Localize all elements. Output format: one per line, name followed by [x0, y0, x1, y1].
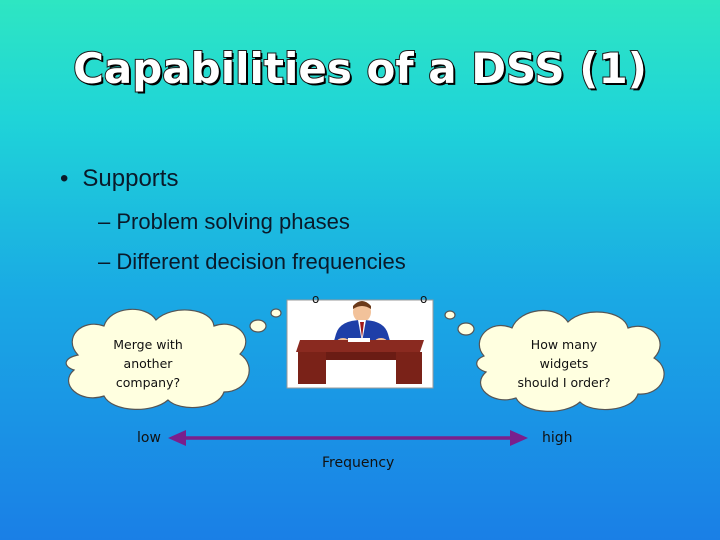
right-cloud-line-1: How many [530, 337, 598, 352]
thought-mark-left: o [312, 292, 320, 306]
axis-low-label: low [137, 430, 161, 446]
thought-mark-right: o [420, 292, 428, 306]
businessman-at-desk-icon [286, 299, 434, 389]
axis-title: Frequency [322, 455, 395, 471]
right-cloud-text: How many widgets should I order? [504, 335, 624, 392]
left-cloud-text: Merge with another company? [88, 335, 208, 392]
bullet-dot-icon: • [60, 165, 69, 192]
right-cloud-line-2: widgets [539, 356, 589, 371]
right-thought-cloud [444, 309, 665, 412]
subbullet-decision-frequencies: – Different decision frequencies [98, 249, 406, 274]
bullet-text: Supports [82, 165, 179, 192]
left-cloud-line-2: another [123, 356, 173, 371]
frequency-axis [168, 430, 528, 446]
slide-title: Capabilities of a DSS (1) [72, 43, 648, 94]
axis-high-label: high [542, 430, 573, 446]
bullet-supports: • Supports [60, 165, 178, 193]
left-thought-cloud [65, 308, 282, 410]
right-cloud-line-3: should I order? [517, 375, 611, 390]
left-cloud-line-1: Merge with [113, 337, 183, 352]
left-cloud-line-3: company? [115, 375, 181, 390]
subbullet-problem-solving: – Problem solving phases [98, 209, 350, 234]
